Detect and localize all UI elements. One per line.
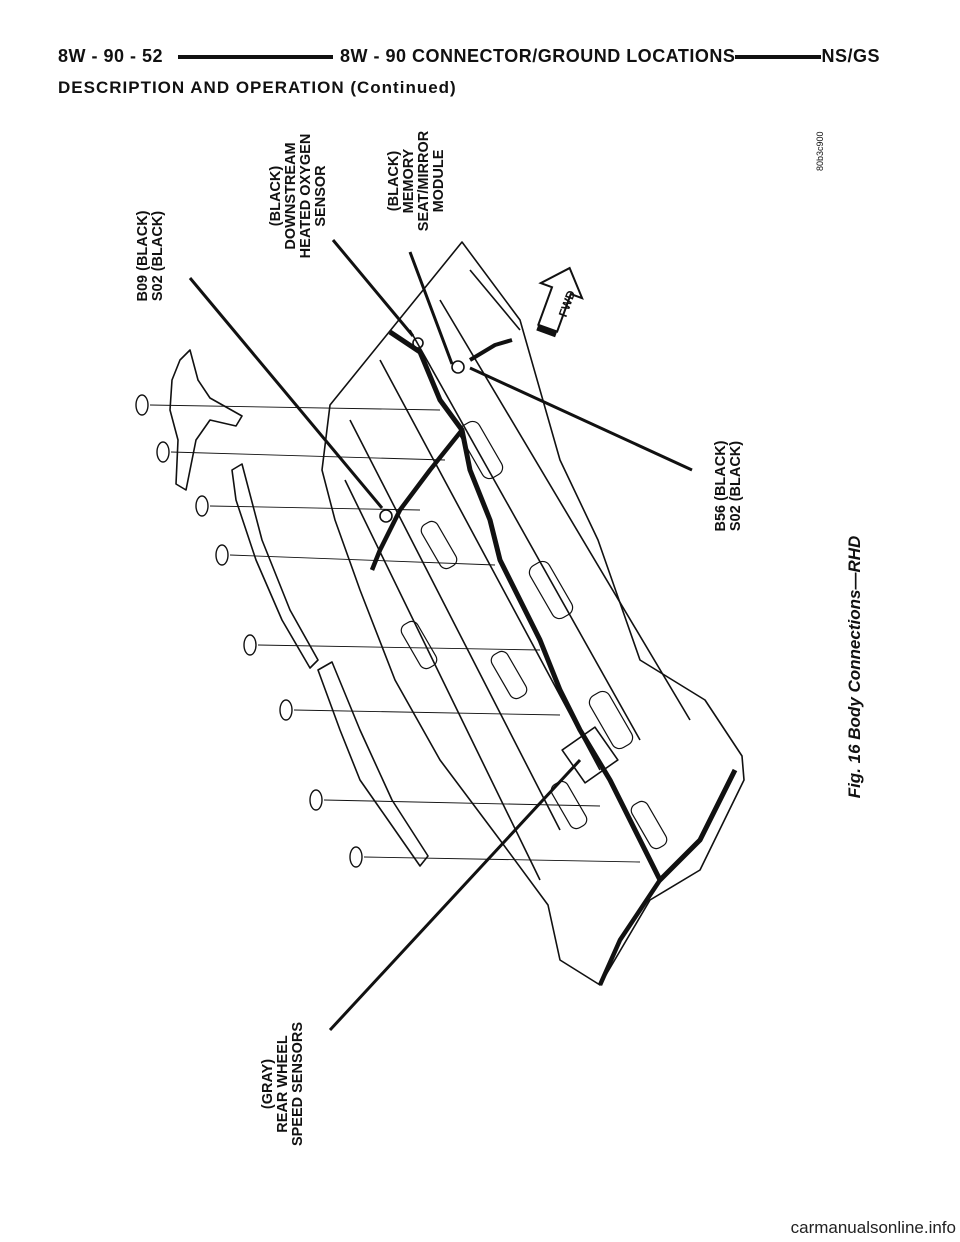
insulation-piece-1 [169,349,243,491]
connector-oxygen [412,337,424,349]
watermark: carmanualsonline.info [790,1218,956,1237]
wiring-harness-rear [597,878,662,986]
floor-rib-5 [469,269,521,331]
floor-rib-2 [349,419,561,831]
figure-caption: Fig. 16 Body Connections—RHD [845,535,864,799]
insulation-piece-3 [317,661,429,867]
section-title: DESCRIPTION AND OPERATION (Continued) [58,78,457,97]
floor-rib-3 [409,329,641,741]
wiring-harness-branch [369,428,464,571]
callout-b09: B09 (BLACK) S02 (BLACK) [135,210,166,302]
callout-oxygen-sensor: (BLACK) DOWNSTREAM HEATED OXYGEN SENSOR [268,133,329,259]
callout-leaders [188,239,693,1032]
floor-rib-4 [439,299,691,721]
header-rule-left [178,55,333,59]
floor-rib-6 [344,479,541,881]
figure-code: 80b3c900 [815,131,825,171]
page-number: 8W - 90 - 52 [58,46,164,67]
callout-rear-wheel-sensors: (GRAY) REAR WHEEL SPEED SENSORS [260,1021,306,1147]
callout-b56: B56 (BLACK) S02 (BLACK) [713,440,744,532]
connector-b09 [379,509,393,523]
floor-pan-outline [321,241,745,986]
page-header: 8W - 90 - 52 8W - 90 CONNECTOR/GROUND LO… [58,44,880,74]
floor-recesses [400,420,668,850]
chapter-title: 8W - 90 CONNECTOR/GROUND LOCATIONS [340,46,736,67]
callout-memory-module: (BLACK) MEMORY SEAT/MIRROR MODULE [386,130,447,232]
wiring-harness-front [468,338,513,362]
wiring-harness [388,329,738,883]
fasteners [135,394,363,868]
forward-arrow-icon [536,266,584,338]
connector-memory [451,360,465,374]
insulation-piece-2 [231,463,319,669]
fastener-leaders [149,404,641,863]
model-code: NS/GS [821,46,880,67]
header-rule-right [656,55,870,59]
